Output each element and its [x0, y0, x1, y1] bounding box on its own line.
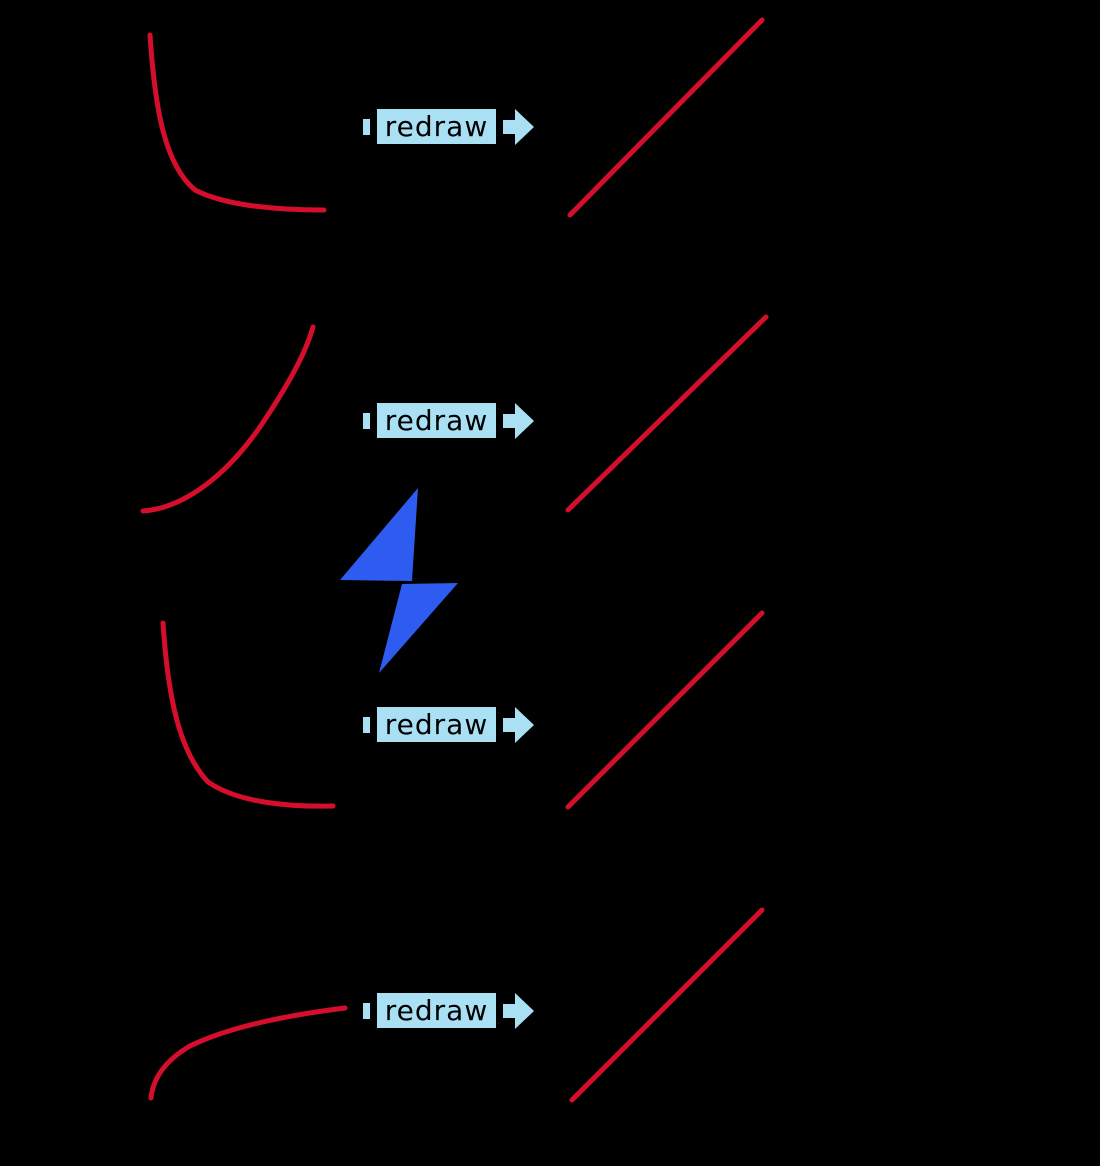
reciprocal-decay-curve [160, 620, 336, 809]
reciprocal-decay-curve [147, 32, 327, 213]
straight-line-curve [569, 907, 765, 1103]
redraw-button[interactable]: redraw [374, 106, 499, 147]
redraw-group-row-1: redraw [363, 106, 535, 147]
arrow-tail-icon [363, 716, 370, 733]
redraw-button[interactable]: redraw [374, 400, 499, 441]
arrow-right-icon [503, 992, 534, 1029]
lightning-bolt-icon-lower [379, 583, 458, 673]
straight-line-curve [565, 610, 765, 810]
exponential-growth-curve [140, 324, 316, 514]
arrow-tail-icon [363, 412, 370, 429]
arrow-tail-icon [363, 118, 370, 135]
redraw-button[interactable]: redraw [374, 704, 499, 745]
redraw-button[interactable]: redraw [374, 990, 499, 1031]
square-root-growth-curve [148, 1005, 348, 1101]
arrow-right-icon [503, 402, 534, 439]
straight-line-curve [567, 17, 765, 218]
arrow-right-icon [503, 108, 534, 145]
lightning-bolt-icon-upper [340, 488, 418, 581]
straight-line-curve [565, 314, 769, 513]
arrow-right-icon [503, 706, 534, 743]
arrow-tail-icon [363, 1002, 370, 1019]
redraw-group-row-4: redraw [363, 990, 535, 1031]
redraw-group-row-2: redraw [363, 400, 535, 441]
redraw-group-row-3: redraw [363, 704, 535, 745]
